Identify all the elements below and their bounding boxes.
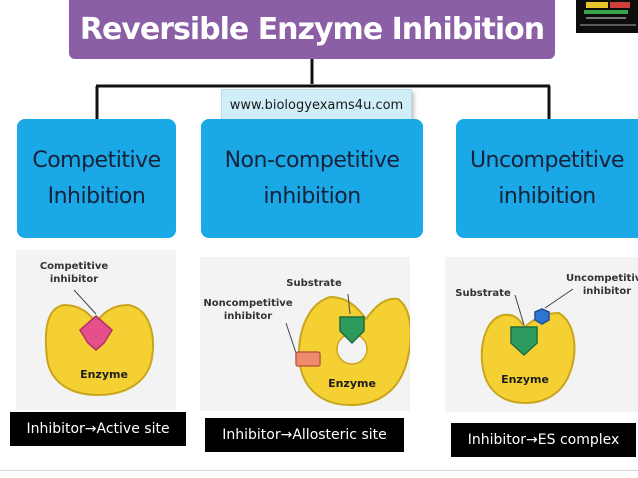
category-label-line1: Uncompetitive — [469, 147, 625, 173]
inhibitor-label-line1: Uncompetitive — [566, 273, 638, 284]
category-label-line1: Non-competitive — [224, 147, 400, 173]
category-label-line1: Competitive — [32, 147, 161, 173]
enzyme-label: Enzyme — [80, 368, 128, 381]
noncompetitive-illustration: Substrate Noncompetitive inhibitor Enzym… — [200, 257, 410, 411]
category-label-line2: inhibition — [263, 183, 361, 209]
caption-noncompetitive: Inhibitor→Allosteric site — [205, 418, 404, 452]
substrate-label: Substrate — [455, 288, 511, 299]
substrate-label: Substrate — [286, 278, 342, 289]
page-title: Reversible Enzyme Inhibition — [69, 0, 555, 59]
inhibitor-label-line1: Noncompetitive — [203, 298, 292, 309]
uncompetitive-illustration: Substrate Uncompetitive inhibitor Enzyme — [445, 257, 638, 412]
enzyme-label: Enzyme — [328, 377, 376, 390]
website-banner[interactable]: www.biologyexams4u.com — [221, 89, 412, 122]
channel-logo-icon[interactable] — [576, 0, 638, 33]
inhibitor-label-line2: inhibitor — [50, 274, 98, 285]
category-label-line2: inhibition — [498, 183, 596, 209]
divider — [0, 470, 638, 471]
noncompetitive-inhibitor-icon — [295, 351, 321, 367]
competitive-illustration: Competitive inhibitor Enzyme — [16, 250, 176, 410]
substrate-icon — [339, 316, 365, 345]
enzyme-label: Enzyme — [501, 373, 549, 386]
category-uncompetitive: Uncompetitive inhibition — [456, 119, 638, 238]
inhibitor-label-line1: Competitive — [40, 261, 109, 272]
inhibitor-label-line2: inhibitor — [224, 311, 272, 322]
competitive-inhibitor-icon — [79, 315, 113, 351]
uncompetitive-inhibitor-icon — [534, 308, 550, 325]
category-noncompetitive: Non-competitive inhibition — [201, 119, 423, 238]
substrate-icon — [510, 326, 538, 357]
caption-competitive: Inhibitor→Active site — [10, 412, 186, 446]
category-label-line2: Inhibition — [47, 183, 146, 209]
caption-uncompetitive: Inhibitor→ES complex — [451, 423, 636, 457]
inhibitor-label-line2: inhibitor — [583, 286, 631, 297]
